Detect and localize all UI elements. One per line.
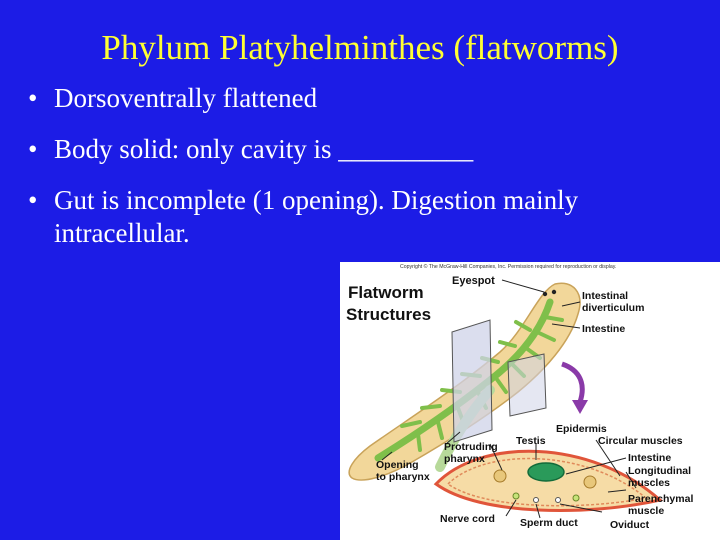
- label-parenchymal-muscle-1: Parenchymal: [628, 493, 693, 505]
- bullet-text: Body solid: only cavity is __________: [54, 134, 474, 164]
- bullet-item: • Dorsoventrally flattened: [28, 82, 688, 115]
- label-testis: Testis: [516, 435, 546, 447]
- bullet-text: Dorsoventrally flattened: [54, 83, 318, 113]
- figure-title-line2: Structures: [346, 305, 431, 324]
- cross-section-muscle-layer: [446, 457, 648, 507]
- cross-section-intestine: [527, 462, 565, 482]
- flatworm-diagram: Copyright © The McGraw-Hill Companies, I…: [346, 263, 693, 531]
- figure-title-line1: Flatworm: [348, 283, 424, 302]
- section-plane-back: [507, 353, 547, 417]
- flatworm-figure: Copyright © The McGraw-Hill Companies, I…: [340, 262, 720, 540]
- bullet-item: • Gut is incomplete (1 opening). Digesti…: [28, 184, 688, 250]
- bullet-text: Gut is incomplete (1 opening). Digestion…: [54, 185, 579, 248]
- eyespot-dot: [551, 289, 557, 295]
- label-epidermis: Epidermis: [556, 423, 607, 435]
- label-longitudinal-muscles-1: Longitudinal: [628, 465, 691, 477]
- intestinal-diverticula: [400, 315, 564, 452]
- bullet-item: • Body solid: only cavity is __________: [28, 133, 688, 166]
- section-arrow-head: [572, 400, 588, 414]
- bullet-list: • Dorsoventrally flattened • Body solid:…: [28, 82, 688, 268]
- bullet-glyph: •: [28, 134, 38, 164]
- label-circular-muscles: Circular muscles: [598, 435, 683, 447]
- leader-lines: [381, 279, 637, 519]
- eyespot-dot: [542, 291, 548, 297]
- bullet-glyph: •: [28, 185, 38, 215]
- section-plane: [451, 319, 493, 443]
- label-parenchymal-muscle-2: muscle: [628, 505, 664, 517]
- cross-section-testis: [493, 469, 507, 483]
- label-oviduct: Oviduct: [610, 519, 650, 531]
- cross-section-nerve-cord: [512, 492, 520, 500]
- copyright-text: Copyright © The McGraw-Hill Companies, I…: [400, 263, 616, 270]
- label-intestinal-diverticulum-2: diverticulum: [582, 302, 644, 314]
- label-nerve-cord: Nerve cord: [440, 513, 495, 525]
- slide-title: Phylum Platyhelminthes (flatworms): [101, 28, 619, 67]
- label-protruding-pharynx-2: pharynx: [444, 453, 485, 465]
- label-eyespot: Eyespot: [452, 275, 495, 287]
- cross-section: [433, 449, 664, 512]
- label-protruding-pharynx-1: Protruding: [444, 441, 498, 453]
- cross-section-oviduct: [555, 497, 561, 503]
- label-longitudinal-muscles-2: muscles: [628, 477, 670, 489]
- label-opening-to-pharynx-1: Opening: [376, 459, 419, 471]
- label-opening-to-pharynx-2: to pharynx: [376, 471, 430, 483]
- cross-section-testis: [583, 475, 597, 489]
- label-intestinal-diverticulum-1: Intestinal: [582, 290, 628, 302]
- bullet-glyph: •: [28, 83, 38, 113]
- label-intestine-bottom: Intestine: [628, 452, 671, 464]
- cross-section-sperm-duct: [533, 497, 539, 503]
- label-sperm-duct: Sperm duct: [520, 517, 578, 529]
- label-intestine-top: Intestine: [582, 323, 625, 335]
- section-arrow: [561, 361, 585, 403]
- cross-section-nerve-cord: [572, 494, 580, 502]
